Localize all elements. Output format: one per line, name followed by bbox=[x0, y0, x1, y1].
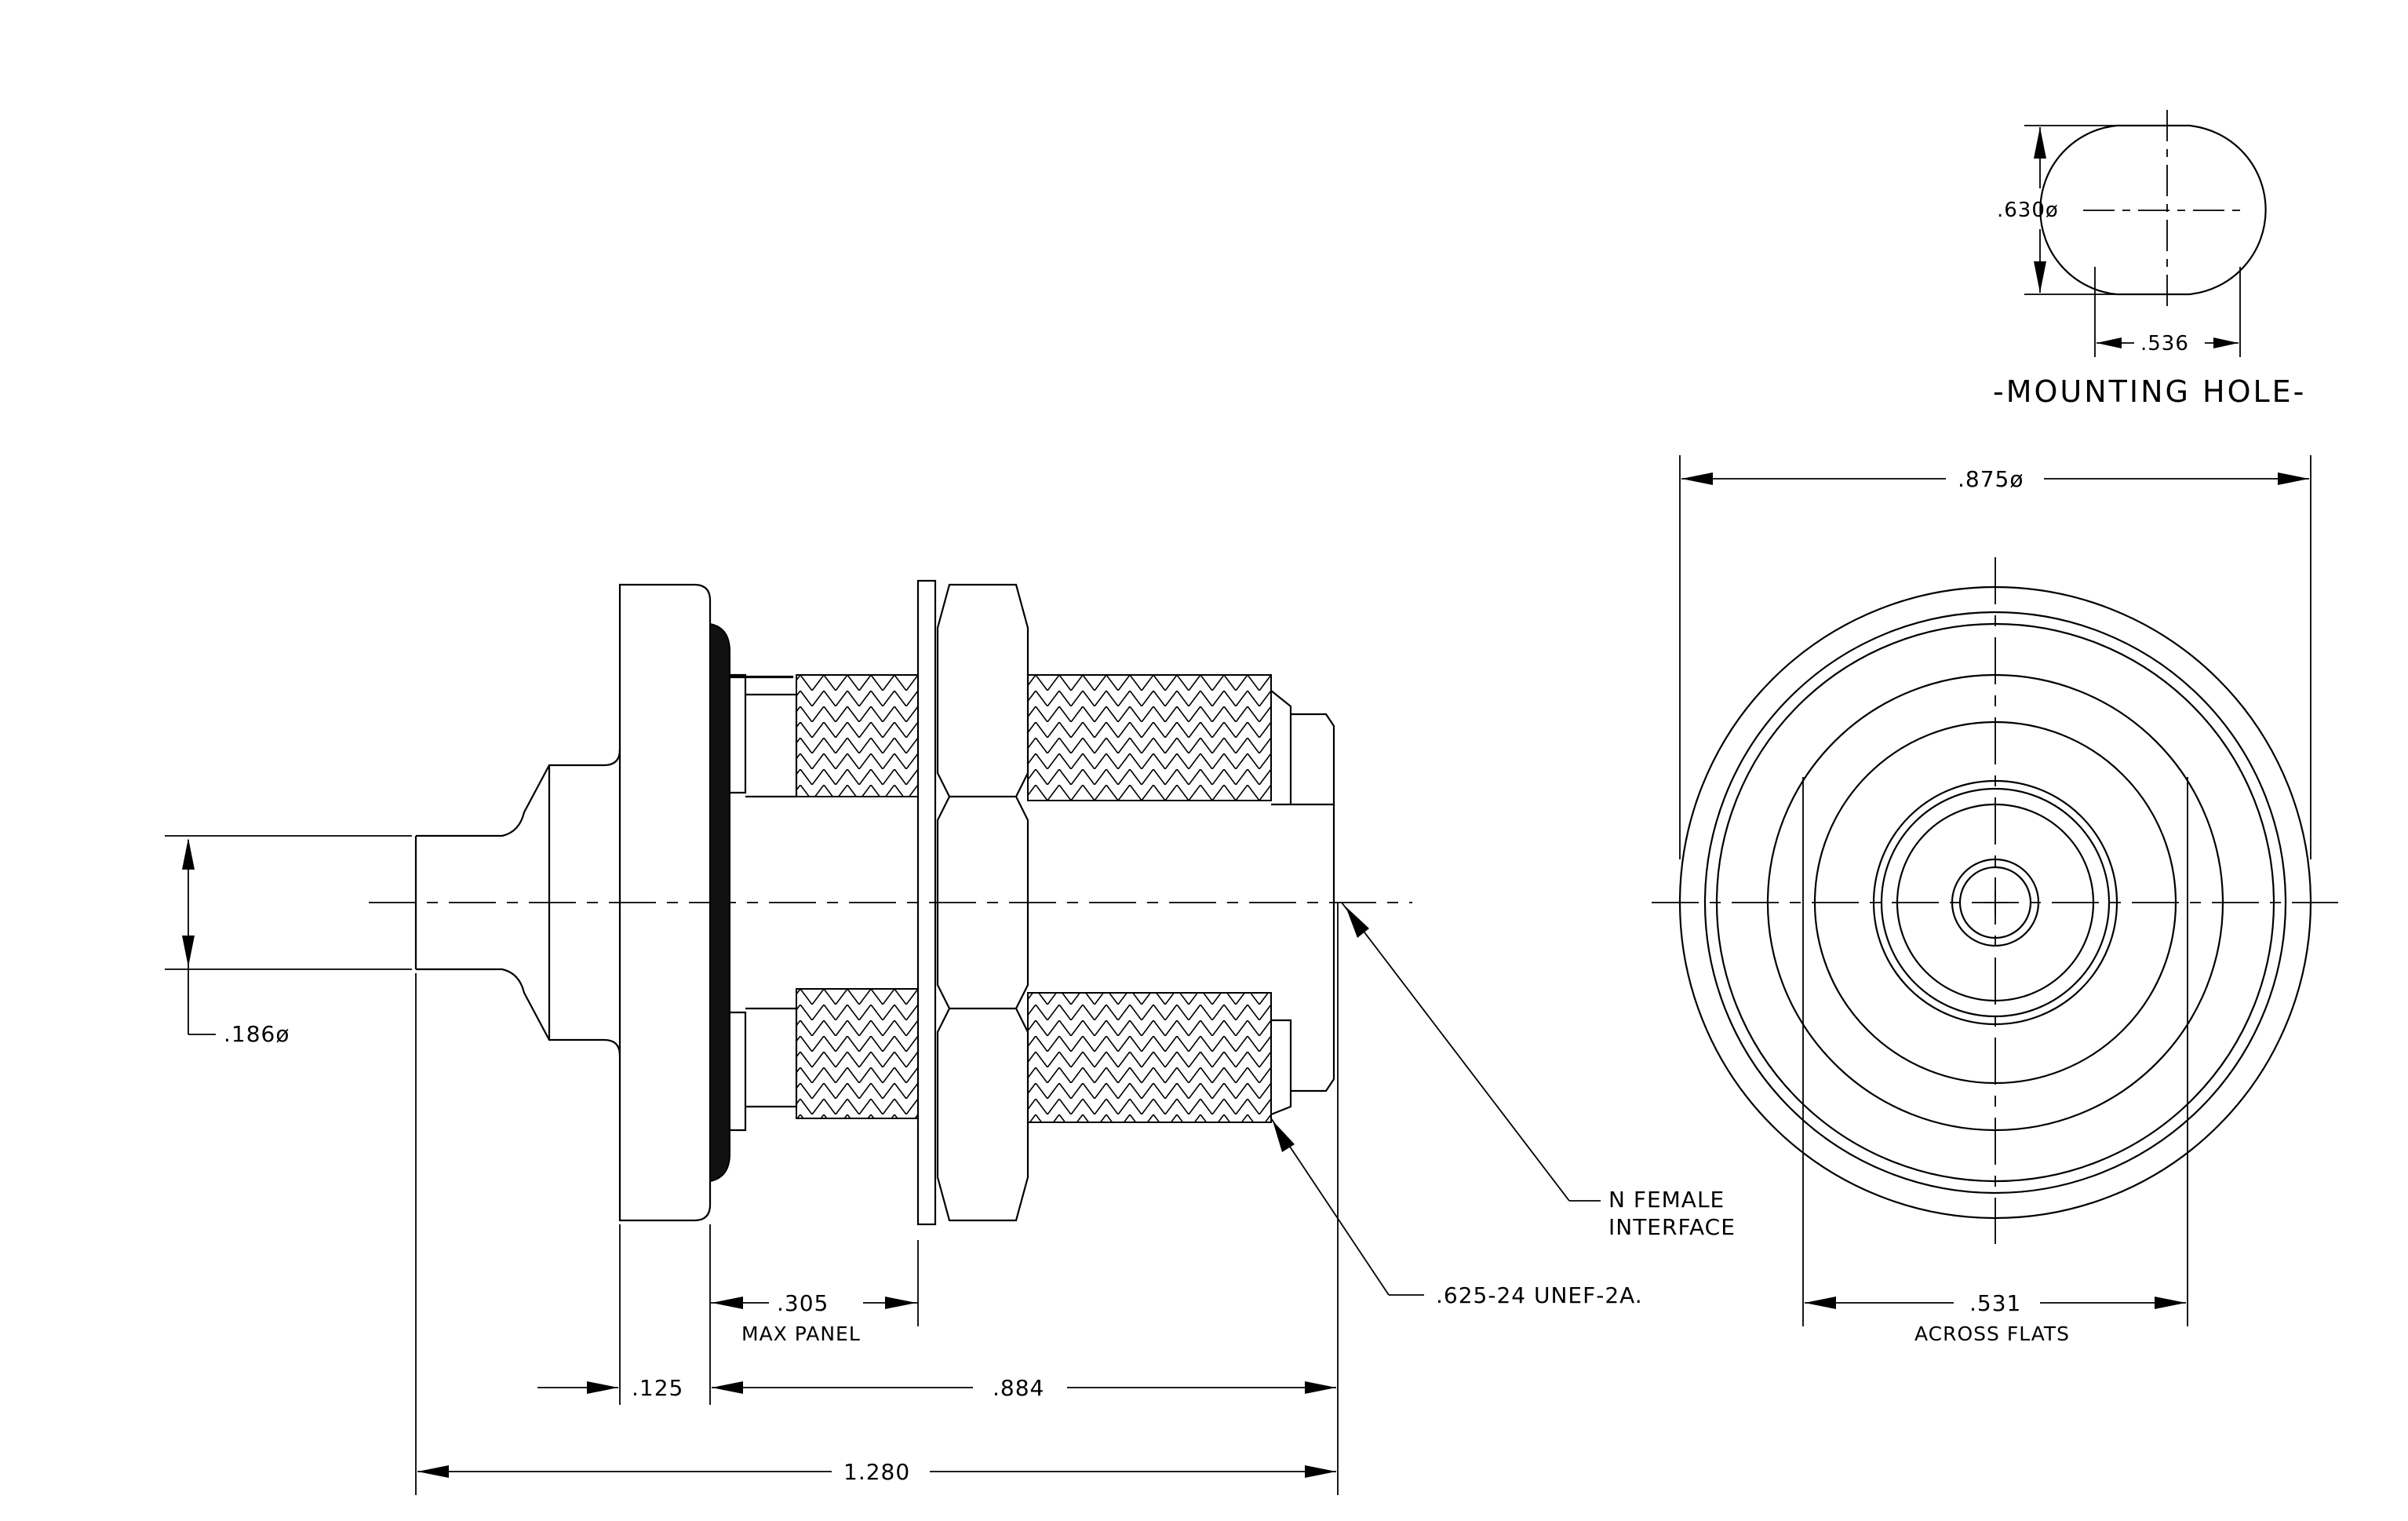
front-view: .875ø .531 ACROSS FLATS bbox=[1652, 455, 2338, 1345]
center-contact-outer bbox=[1951, 858, 2040, 947]
dim-across-flats: .531 bbox=[1969, 1290, 2021, 1316]
dim-arrow bbox=[182, 838, 195, 870]
dim-arrow bbox=[2278, 472, 2309, 485]
dim-arrow bbox=[1305, 1465, 1336, 1478]
mounting-hole-view: .630ø .536 -MOUNTING HOLE- bbox=[1993, 110, 2306, 409]
shoulder-body bbox=[730, 673, 798, 1132]
callout-interface-line1: N FEMALE bbox=[1608, 1187, 1725, 1213]
outer-ring-2 bbox=[1703, 611, 2287, 1195]
dim-hole-dia: .630ø bbox=[1997, 199, 2059, 222]
dim-body-dia: .875ø bbox=[1958, 466, 2024, 492]
dim-arrow bbox=[2155, 1297, 2186, 1309]
dim-arrow bbox=[2213, 337, 2239, 348]
dim-flange: .125 bbox=[632, 1375, 683, 1401]
hex-nut bbox=[936, 583, 1029, 1222]
center-contact-inner bbox=[1958, 866, 2032, 939]
dim-overall: 1.280 bbox=[843, 1459, 910, 1485]
rear-thread-lower bbox=[796, 988, 919, 1119]
gasket bbox=[709, 622, 730, 1183]
front-thread-upper bbox=[1027, 674, 1272, 801]
flange bbox=[618, 583, 712, 1222]
dim-arrow bbox=[885, 1297, 916, 1309]
dim-arrow bbox=[1305, 1381, 1336, 1394]
dim-arrow bbox=[2034, 127, 2046, 159]
ring-7 bbox=[1880, 787, 2111, 1018]
ring-4 bbox=[1766, 673, 2224, 1132]
dim-panel-label: MAX PANEL bbox=[741, 1322, 861, 1345]
outer-ring-3 bbox=[1715, 622, 2275, 1183]
ring-6 bbox=[1872, 779, 2118, 1026]
dim-arrow bbox=[182, 936, 195, 967]
dim-arrow bbox=[712, 1297, 743, 1309]
dim-arrow bbox=[1681, 472, 1713, 485]
side-view: .186ø .305 MAX PANEL .125 .884 1.280 N F… bbox=[165, 579, 1736, 1495]
dim-hole-flat: .536 bbox=[2140, 332, 2189, 356]
dim-arrow bbox=[2034, 261, 2046, 293]
dim-arrow bbox=[712, 1381, 743, 1394]
ring-5 bbox=[1813, 720, 2177, 1085]
dim-arrow bbox=[417, 1465, 449, 1478]
ring-8 bbox=[1896, 803, 2095, 1002]
dim-arrow bbox=[1273, 1121, 1295, 1152]
rear-thread-upper bbox=[796, 674, 919, 797]
mounting-hole-title: -MOUNTING HOLE- bbox=[1993, 374, 2306, 409]
dim-arrow bbox=[1805, 1297, 1836, 1309]
washer bbox=[916, 579, 937, 1226]
dim-pin-dia: .186ø bbox=[224, 1021, 290, 1047]
dim-across-flats-label: ACROSS FLATS bbox=[1914, 1322, 2070, 1345]
leader-interface bbox=[1341, 902, 1570, 1202]
rear-pin bbox=[414, 749, 621, 1056]
dim-body: .884 bbox=[993, 1375, 1044, 1401]
outer-ring-1 bbox=[1678, 585, 2312, 1220]
dim-arrow bbox=[587, 1381, 618, 1394]
dim-arrow bbox=[1346, 906, 1369, 938]
callout-thread: .625-24 UNEF-2A. bbox=[1436, 1282, 1643, 1308]
front-nose bbox=[1270, 690, 1335, 1116]
mounting-hole-shape bbox=[2039, 124, 2267, 296]
callout-interface-line2: INTERFACE bbox=[1608, 1214, 1736, 1240]
dim-panel: .305 bbox=[777, 1290, 829, 1316]
leader-thread bbox=[1270, 1118, 1390, 1296]
front-thread-lower bbox=[1027, 992, 1272, 1123]
dim-arrow bbox=[2097, 337, 2122, 348]
